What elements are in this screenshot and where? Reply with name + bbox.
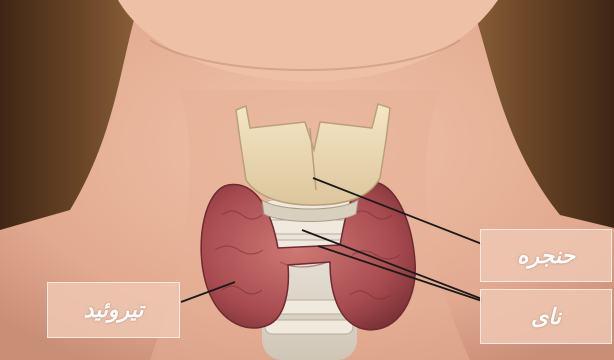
trachea-label: نای [480,289,612,344]
trachea-label-text: نای [531,304,561,330]
thyroid-label: تیروئید [47,282,180,338]
larynx-label-text: حنجره [517,243,575,269]
larynx-label: حنجره [480,229,612,282]
thyroid-label-text: تیروئید [84,297,144,323]
